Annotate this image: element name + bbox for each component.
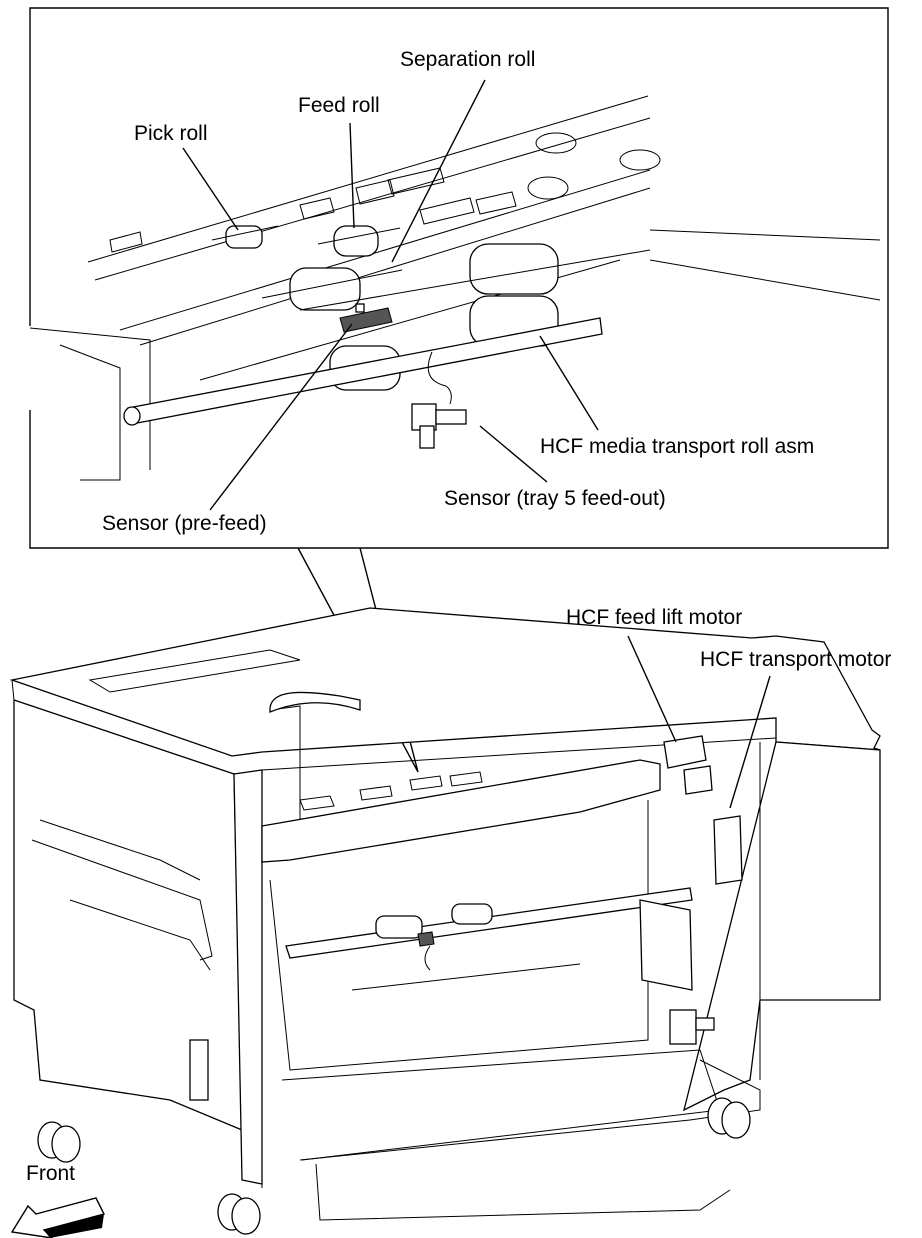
cabinet-top <box>9 607 881 757</box>
label-sensor-tray5-feed-out: Sensor (tray 5 feed-out) <box>444 487 666 510</box>
machine-lift-motor <box>663 735 707 769</box>
detail-inset: Separation roll Feed roll Pick roll HCF … <box>29 7 889 773</box>
label-hcf-feed-lift-motor: HCF feed lift motor <box>566 606 742 629</box>
inset-sensor-pre-feed <box>339 303 393 333</box>
label-separation-roll: Separation roll <box>400 48 535 71</box>
machine-transport-motor <box>683 765 713 795</box>
label-front: Front <box>26 1162 75 1185</box>
machine-feed-plate <box>261 759 661 863</box>
inset-sensor-feed-out <box>411 351 467 449</box>
leader-pick-roll <box>182 147 239 231</box>
label-sensor-pre-feed: Sensor (pre-feed) <box>102 512 267 535</box>
cabinet-right-side <box>683 741 881 1112</box>
leader-hcf-transport-motor <box>729 675 771 809</box>
inset-rolls <box>123 225 651 426</box>
casters <box>37 1097 751 1235</box>
machine-view: HCF feed lift motor HCF transport motor <box>9 606 891 1235</box>
leader-sensor-feed-out <box>479 425 548 483</box>
label-hcf-transport-motor: HCF transport motor <box>700 648 891 671</box>
front-indicator: Front <box>10 1162 106 1238</box>
inset-frame <box>29 7 889 549</box>
label-pick-roll: Pick roll <box>134 122 208 145</box>
label-hcf-media-transport-roll-asm: HCF media transport roll asm <box>540 435 814 458</box>
leader-feed-roll <box>349 122 355 229</box>
leader-hcf-media-transport-roll-asm <box>539 335 599 431</box>
leader-sensor-pre-feed <box>209 323 353 511</box>
inset-feed-plate <box>29 95 881 481</box>
leader-separation-roll <box>391 79 486 263</box>
label-feed-roll: Feed roll <box>298 94 380 117</box>
leader-hcf-feed-lift-motor <box>627 635 677 743</box>
